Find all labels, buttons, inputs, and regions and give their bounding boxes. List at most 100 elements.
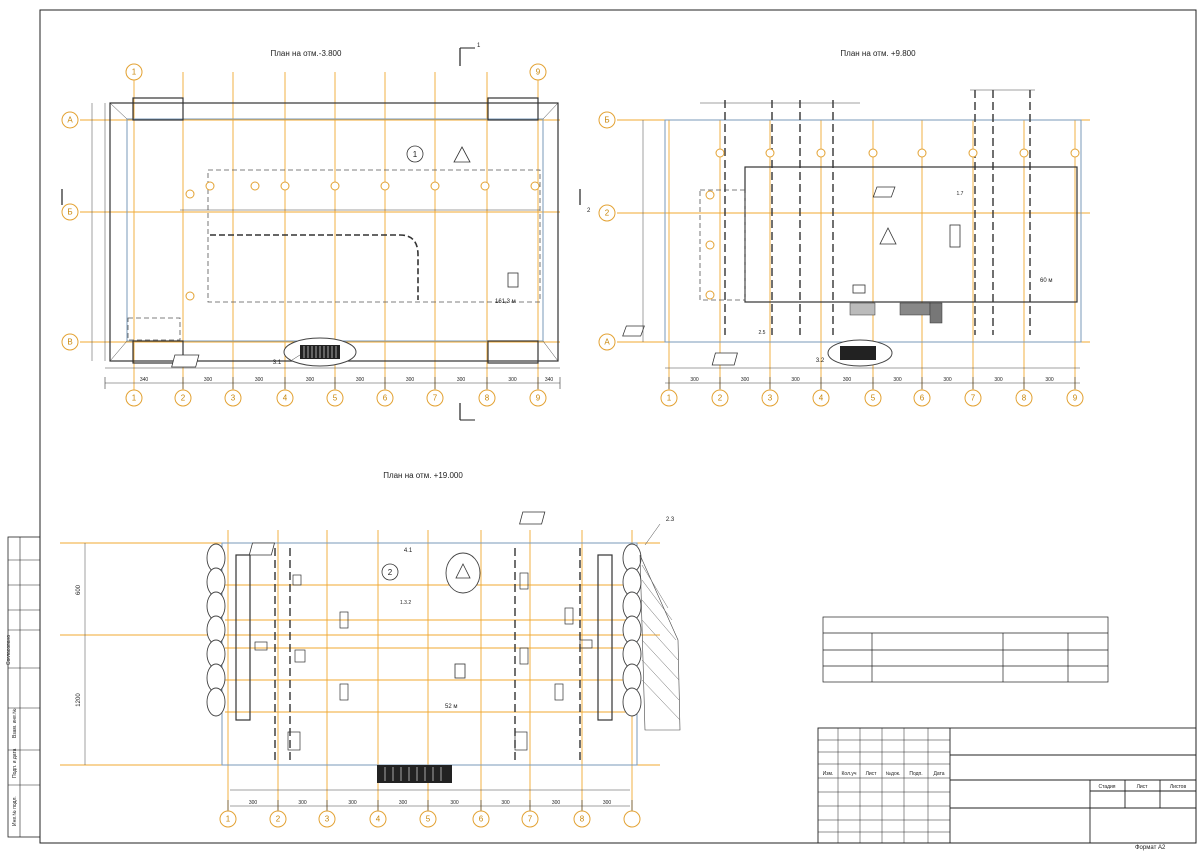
plan-2-callout: 3.2 xyxy=(816,358,825,364)
plan-1-room-number: 1 xyxy=(413,150,418,159)
svg-text:1: 1 xyxy=(226,815,231,824)
tb-header-izm: Изм. xyxy=(823,771,834,777)
svg-text:4: 4 xyxy=(819,394,824,403)
svg-text:1: 1 xyxy=(667,394,672,403)
plan-1-inner-axis-side-2 xyxy=(185,291,195,301)
plan-2-inner-axis-1 xyxy=(715,148,725,158)
plan-2-axis-1: 1 xyxy=(660,389,678,407)
plan-1-axis-3: 3 xyxy=(224,389,242,407)
plan-1-dim-7: 300 xyxy=(457,377,466,383)
plan-3-dim-3: 300 xyxy=(348,800,357,806)
plan-1-dim-4: 300 xyxy=(306,377,315,383)
plan-2-inner-axis-side-1 xyxy=(705,190,715,200)
plan-2-axis-7: 7 xyxy=(964,389,982,407)
plan-2-dim-5: 300 xyxy=(893,377,902,383)
plan-1-dim-1: 340 xyxy=(140,377,149,383)
svg-text:В: В xyxy=(67,338,72,347)
plan-1-title: План на отм.-3.800 xyxy=(271,49,342,58)
stamp-label-date: Подп. и дата xyxy=(12,748,18,778)
plan-3-dim-1: 300 xyxy=(249,800,258,806)
plan-1-axis-6: 6 xyxy=(376,389,394,407)
plan-3-title: План на отм. +19.000 xyxy=(383,471,463,480)
plan-2-axis-5: 5 xyxy=(864,389,882,407)
plan-2-dim-4: 300 xyxy=(843,377,852,383)
plan-1-dim-9: 340 xyxy=(545,377,554,383)
room-marker xyxy=(507,272,519,288)
tb-stage: Стадия xyxy=(1098,784,1115,790)
plan-2-axis-8: 8 xyxy=(1015,389,1033,407)
plan-1-dim-3: 300 xyxy=(255,377,264,383)
plan-3-axis-4: 4 xyxy=(369,810,387,828)
plan-1-axis-4: 4 xyxy=(276,389,294,407)
plan-2-inner-axis-6 xyxy=(968,148,978,158)
stair-block-2 xyxy=(840,346,876,360)
plan-3-tag: 1.3.2 xyxy=(400,600,411,606)
svg-text:4: 4 xyxy=(376,815,381,824)
plan-1-dim-6: 300 xyxy=(406,377,415,383)
plan-2-axis-3: 3 xyxy=(761,389,779,407)
svg-text:8: 8 xyxy=(1022,394,1027,403)
svg-text:2: 2 xyxy=(718,394,723,403)
svg-text:9: 9 xyxy=(536,68,541,77)
tb-sheet: Лист xyxy=(1137,784,1149,790)
plan-2-inner-axis-side-3 xyxy=(705,290,715,300)
plan-1-inner-axis-7 xyxy=(480,181,490,191)
svg-text:3: 3 xyxy=(231,394,236,403)
plan-3-dim-5: 300 xyxy=(450,800,459,806)
svg-text:3: 3 xyxy=(768,394,773,403)
plan-2-axis-2: 2 xyxy=(711,389,729,407)
plan-2-dim-7: 300 xyxy=(994,377,1003,383)
svg-text:1: 1 xyxy=(132,394,137,403)
plan-2-inner-axis-7 xyxy=(1019,148,1029,158)
plan-1-inner-axis-4 xyxy=(330,181,340,191)
svg-text:А: А xyxy=(67,116,73,125)
plan-3-axis-9 xyxy=(623,810,641,828)
small-table xyxy=(822,616,1109,683)
plan-3-left-dim-1: 600 xyxy=(76,584,82,595)
plan-2-axis-9: 9 xyxy=(1066,389,1084,407)
plan-3-room-number: 2 xyxy=(388,568,393,577)
plan-1-axis-Б: Б xyxy=(61,203,79,221)
stamp-label-agreed: Согласовано xyxy=(6,635,12,665)
plan-3-left-dim-2: 1200 xyxy=(76,693,82,707)
stamp-label-replace: Взам. инв.№ xyxy=(12,708,18,738)
plan-2-inner-axis-8 xyxy=(1070,148,1080,158)
svg-text:8: 8 xyxy=(485,394,490,403)
plan-1: План на отм.-3.800 xyxy=(61,43,591,421)
plan-3-dim-8: 300 xyxy=(603,800,612,806)
plan-1-axis-top-1: 1 xyxy=(125,63,143,81)
plan-2-tag-2: 2.5 xyxy=(759,330,766,336)
tb-header-kol: Кол.уч xyxy=(842,771,857,777)
plan-2-inner-axis-4 xyxy=(868,148,878,158)
plan-1-section: 1 xyxy=(477,43,481,49)
plan-2-inner-axis-5 xyxy=(917,148,927,158)
plan-2-inner-axis-3 xyxy=(816,148,826,158)
svg-text:Б: Б xyxy=(67,208,72,217)
side-stamp: Инв.№ подл. Подп. и дата Взам. инв.№ Сог… xyxy=(6,536,41,838)
plan-2-dim-3: 300 xyxy=(791,377,800,383)
plan-3-axis-3: 3 xyxy=(318,810,336,828)
plan-1-inner-axis-3 xyxy=(280,181,290,191)
plan-3-dim-6: 300 xyxy=(501,800,510,806)
plan-1-inner-axis-6 xyxy=(430,181,440,191)
warning-triangle-icon xyxy=(455,563,471,579)
plan-3-axis-1: 1 xyxy=(219,810,237,828)
plan-2: План на отм. +9.800 3.2 1.7 xyxy=(598,49,1090,407)
svg-text:Б: Б xyxy=(604,116,609,125)
svg-text:7: 7 xyxy=(971,394,976,403)
plan-1-axis-7: 7 xyxy=(426,389,444,407)
tb-header-doc: №док. xyxy=(886,771,901,777)
warning-triangle-icon xyxy=(453,146,471,163)
plan-3-axis-7: 7 xyxy=(521,810,539,828)
plan-2-dim-1: 300 xyxy=(690,377,699,383)
tb-header-list: Лист xyxy=(866,771,878,777)
plan-3-dim-7: 300 xyxy=(552,800,561,806)
plan-1-inner-axis-8 xyxy=(530,181,540,191)
svg-text:5: 5 xyxy=(333,394,338,403)
plan-3-axis-5: 5 xyxy=(419,810,437,828)
plan-2-dim-2: 300 xyxy=(741,377,750,383)
plan-2-axis-6: 6 xyxy=(913,389,931,407)
plan-2-tag: 1.7 xyxy=(957,191,964,197)
